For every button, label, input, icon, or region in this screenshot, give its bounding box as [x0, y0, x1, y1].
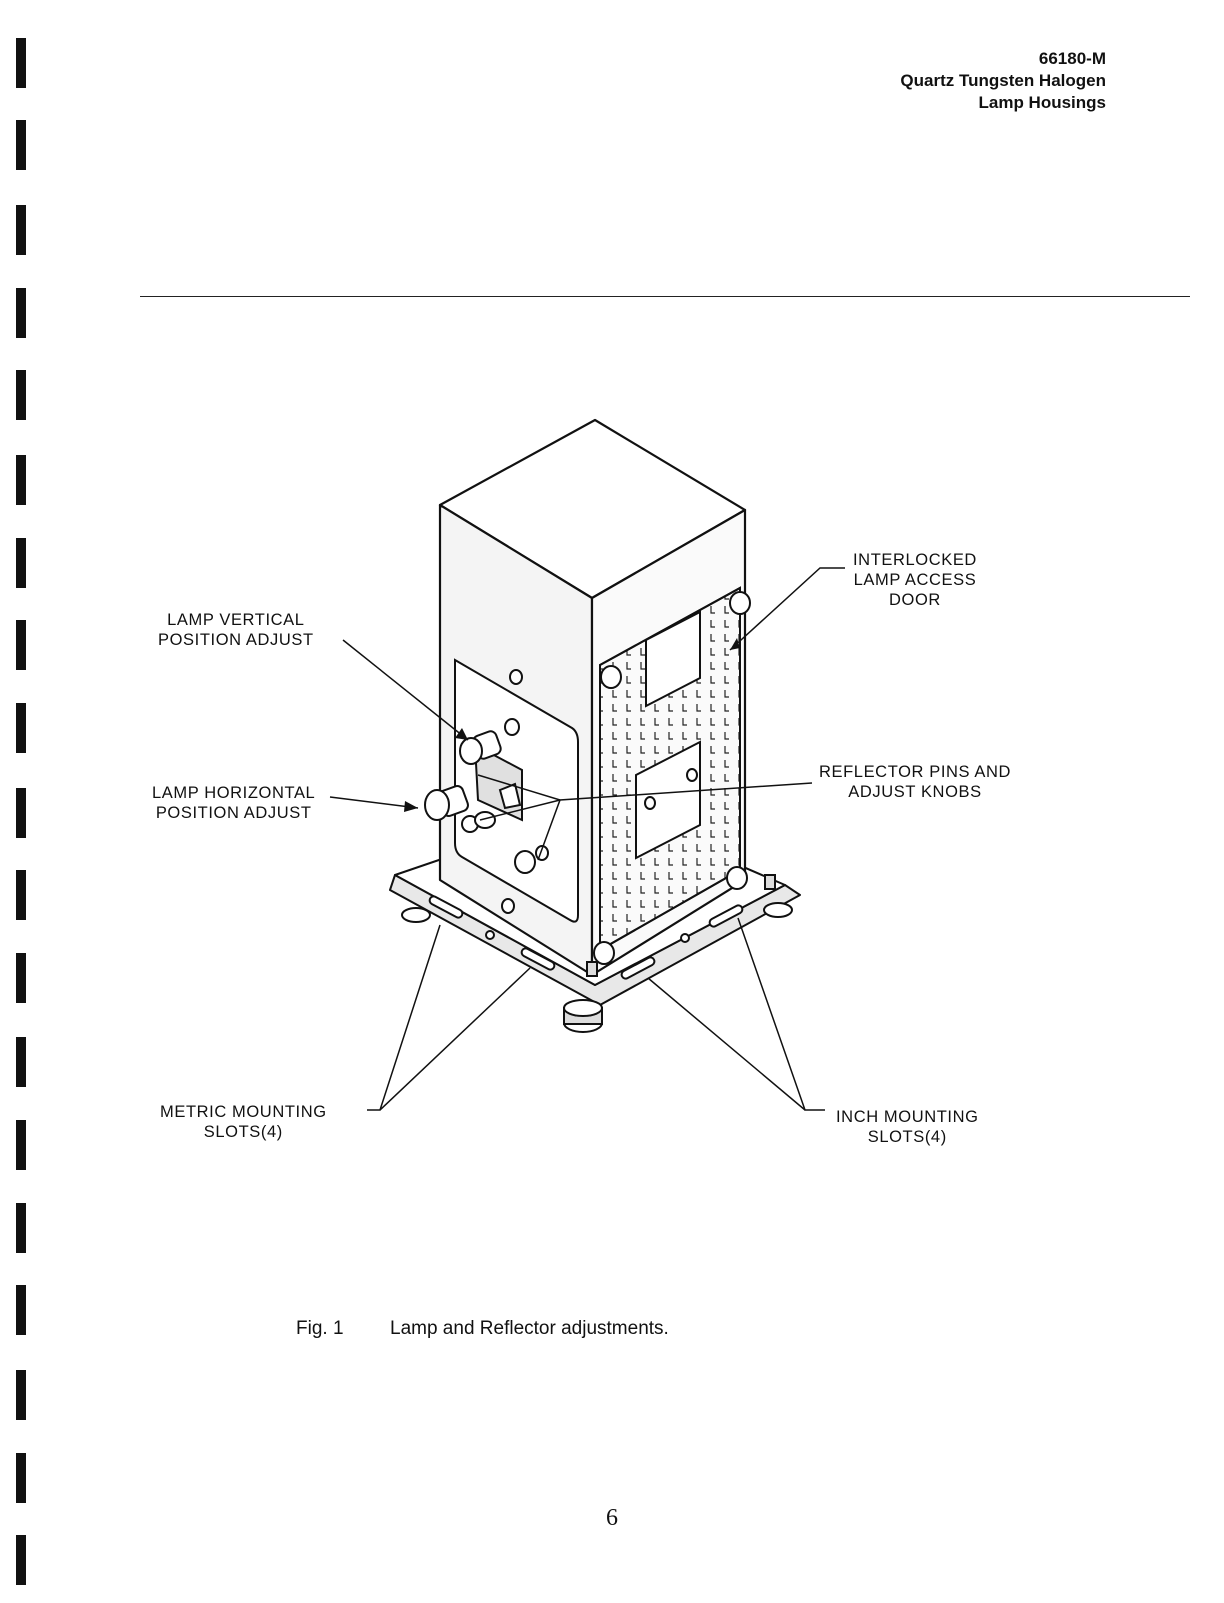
binding-marks: [0, 0, 40, 1603]
doc-title-line2: Lamp Housings: [900, 92, 1106, 114]
figure-number: Fig. 1: [296, 1318, 390, 1340]
label-reflector-pins: REFLECTOR PINS AND ADJUST KNOBS: [819, 762, 1011, 802]
label-inch-mounting-slots: INCH MOUNTING SLOTS(4): [836, 1107, 979, 1147]
doc-title-line1: Quartz Tungsten Halogen: [900, 70, 1106, 92]
page-number: 6: [0, 1505, 1224, 1532]
figure-caption-text: Lamp and Reflector adjustments.: [390, 1318, 669, 1339]
label-lamp-horizontal-adjust: LAMP HORIZONTAL POSITION ADJUST: [152, 783, 315, 823]
header-rule: [140, 296, 1190, 297]
doc-number: 66180-M: [900, 48, 1106, 70]
running-header: 66180-M Quartz Tungsten Halogen Lamp Hou…: [900, 48, 1106, 114]
label-metric-mounting-slots: METRIC MOUNTING SLOTS(4): [160, 1102, 327, 1142]
label-interlocked-access-door: INTERLOCKED LAMP ACCESS DOOR: [853, 550, 977, 610]
label-lamp-vertical-adjust: LAMP VERTICAL POSITION ADJUST: [158, 610, 314, 650]
